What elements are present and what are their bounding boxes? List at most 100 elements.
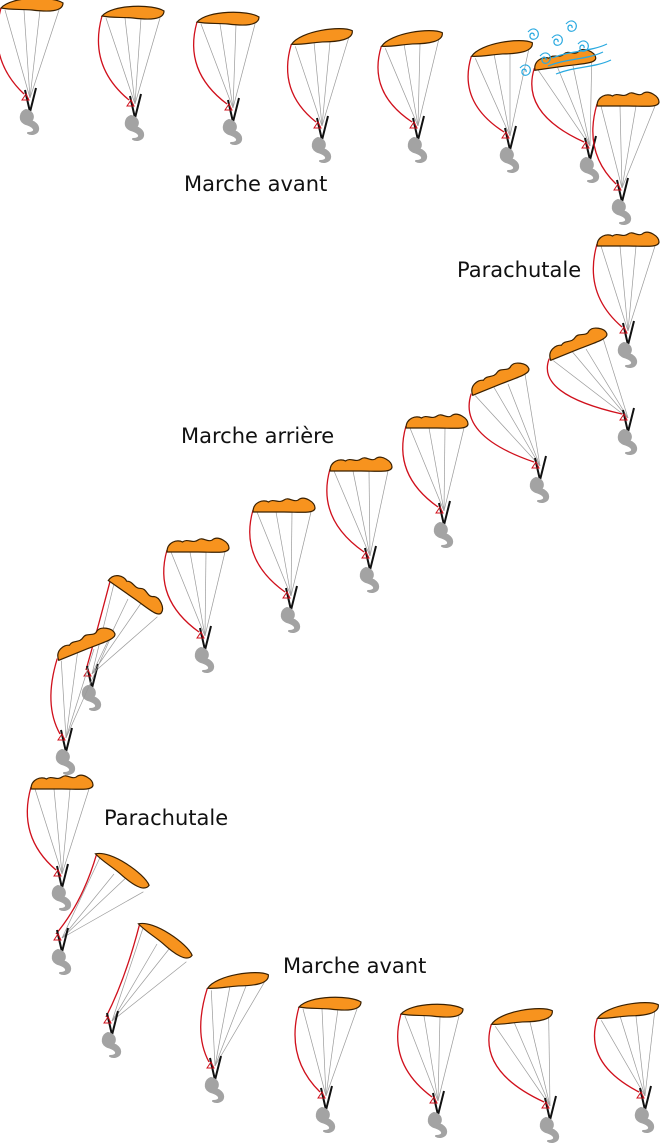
turbulence-swirls [519, 20, 612, 76]
pilot [311, 137, 332, 163]
swirl-icon [577, 40, 589, 52]
brake-handle [53, 933, 62, 941]
paraglider-figure [101, 922, 193, 1058]
canopy [137, 922, 193, 959]
suspension-line [524, 372, 541, 467]
pilot [194, 647, 215, 673]
paraglider-figure [200, 972, 269, 1103]
airflow-line [551, 43, 608, 59]
suspension-line [507, 383, 541, 467]
suspension-line [189, 551, 206, 637]
canopy [57, 627, 116, 662]
brake-line [286, 44, 317, 123]
paraglider-figure [326, 456, 393, 593]
suspension-line [23, 9, 31, 99]
paraglider-figure [592, 231, 660, 368]
canopy [30, 774, 94, 790]
suspension-line [619, 105, 623, 189]
brake-handle [196, 631, 205, 639]
paraglider-figure [163, 537, 230, 673]
suspension-line [325, 1008, 339, 1097]
suspension-line [61, 788, 71, 875]
suspension-line [60, 660, 67, 739]
brake-handle [409, 121, 418, 129]
suspension-line [65, 648, 95, 739]
canopy [290, 28, 353, 45]
pilot [634, 1107, 655, 1133]
brake-line [467, 56, 505, 133]
pilot [222, 119, 243, 145]
paraglider-figure [51, 852, 150, 975]
suspension-line [333, 470, 371, 557]
brake-handle [501, 131, 510, 139]
suspension-line [437, 1015, 460, 1102]
suspension-line [275, 511, 292, 597]
label-parachutale-bottom: Parachutale [104, 806, 229, 830]
brake-line [200, 988, 210, 1063]
suspension-line [219, 23, 234, 109]
paraglider-figure [488, 1008, 560, 1143]
suspension-line [61, 891, 144, 939]
canopy [399, 1003, 464, 1018]
suspension-line [105, 17, 136, 105]
brake-handle [613, 183, 622, 191]
pilot [433, 522, 454, 548]
suspension-line [232, 23, 256, 109]
canopy [206, 972, 269, 989]
suspension-line [29, 9, 41, 99]
suspension-line [294, 46, 323, 127]
brake-handle [636, 1091, 645, 1099]
suspension-line [428, 427, 445, 512]
label-marche-arriere: Marche arrière [181, 424, 335, 448]
brake-handle [224, 103, 233, 111]
paraglider-figure [50, 627, 116, 775]
brake-line [163, 549, 200, 633]
suspension-line [627, 245, 637, 332]
suspension-line [600, 105, 623, 189]
suspension-line [91, 616, 158, 675]
canopy [0, 0, 64, 12]
brake-handle [126, 99, 135, 107]
suspension-line [124, 17, 136, 105]
canopy [596, 231, 660, 247]
brake-line [326, 468, 365, 553]
pilot [529, 477, 550, 503]
paraglider-figure [26, 774, 94, 911]
suspension-line [34, 788, 63, 875]
pilot [280, 607, 301, 633]
label-parachutale-top: Parachutale [457, 258, 582, 282]
suspension-line [53, 788, 63, 875]
suspension-line [553, 360, 629, 419]
pilot [539, 1117, 560, 1143]
paraglider-figure [81, 575, 164, 711]
pilot [19, 109, 40, 135]
suspension-line [65, 648, 79, 739]
pilot [204, 1077, 225, 1103]
suspension-line [384, 48, 419, 127]
suspension-line [111, 943, 158, 1022]
suspension-line [474, 395, 541, 467]
suspension-line [443, 427, 446, 512]
paraglider-figure [377, 30, 443, 163]
suspension-line [619, 245, 629, 332]
suspension-line [325, 1008, 358, 1097]
brake-line [55, 854, 98, 935]
suspension-line [403, 43, 419, 127]
pilot [51, 949, 72, 975]
suspension-line [417, 43, 421, 127]
canopy [380, 30, 443, 47]
brake-line [0, 7, 25, 95]
canopy [549, 327, 608, 362]
paraglider-figure [286, 28, 353, 163]
swirl-icon [565, 20, 577, 32]
swirl-icon [551, 34, 563, 46]
suspension-line [437, 1015, 441, 1102]
suspension-line [200, 23, 234, 109]
suspension-line [134, 17, 161, 105]
suspension-line [111, 961, 187, 1022]
suspension-line [214, 985, 231, 1067]
suspension-line [290, 511, 312, 597]
pilot [579, 157, 600, 183]
brake-handle [21, 93, 30, 101]
